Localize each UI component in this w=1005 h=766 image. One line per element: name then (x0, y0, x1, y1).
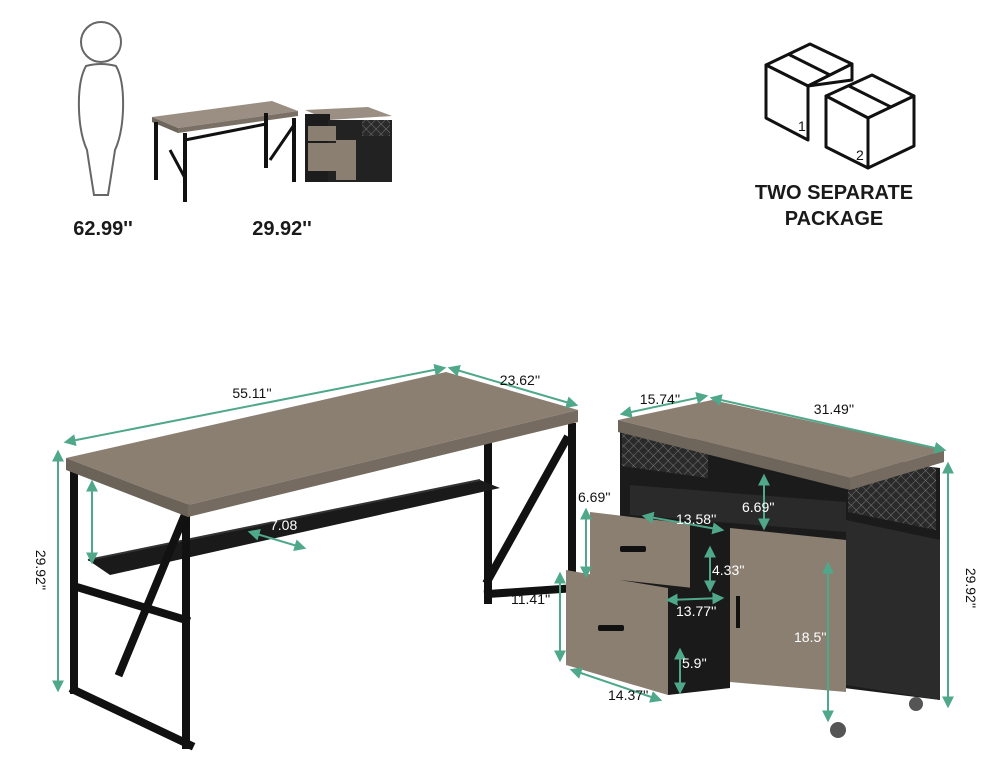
cabinet-width-label: 31.49'' (814, 401, 854, 417)
package-line-1: TWO SEPARATE (755, 182, 913, 204)
cabinet-top-gap-label: 6.69'' (578, 489, 611, 505)
package-box-icon-1 (764, 42, 854, 142)
mini-cabinet-illustration (305, 107, 392, 182)
small-drawer-height-label: 4.33'' (712, 562, 745, 578)
cabinet-door-height-label: 18.5'' (794, 629, 827, 645)
cabinet-open-shelf-label: 6.69'' (742, 499, 775, 515)
desk-height-label: 29.92'' (252, 218, 312, 240)
mini-desk-illustration (152, 101, 298, 202)
desk-length-label: 55.11'' (232, 385, 271, 401)
person-height-label: 62.99'' (73, 218, 133, 240)
box2-number: 2 (856, 147, 864, 163)
desk-height-side-label: 29.92'' (33, 550, 49, 590)
desk-shelf-depth-label: 7.08 (270, 517, 297, 533)
package-box-icon-2 (824, 73, 916, 170)
package-line-2: PACKAGE (785, 208, 884, 230)
box1-number: 1 (798, 118, 806, 134)
large-drawer-gap-label: 11.41'' (511, 591, 550, 607)
cabinet-depth-label: 15.74'' (640, 391, 680, 407)
large-drawer-height-label: 5.9'' (682, 655, 707, 671)
desk-shelf-height-label: 10.82'' (97, 520, 137, 536)
large-drawer-width-label: 13.77'' (676, 603, 716, 619)
desk-depth-label: 23.62'' (500, 372, 540, 388)
cabinet-base-depth-label: 14.37'' (608, 687, 648, 703)
cabinet-height-label: 29.92'' (963, 568, 979, 608)
person-silhouette-icon (77, 21, 125, 196)
small-drawer-width-label: 13.58'' (676, 511, 716, 527)
